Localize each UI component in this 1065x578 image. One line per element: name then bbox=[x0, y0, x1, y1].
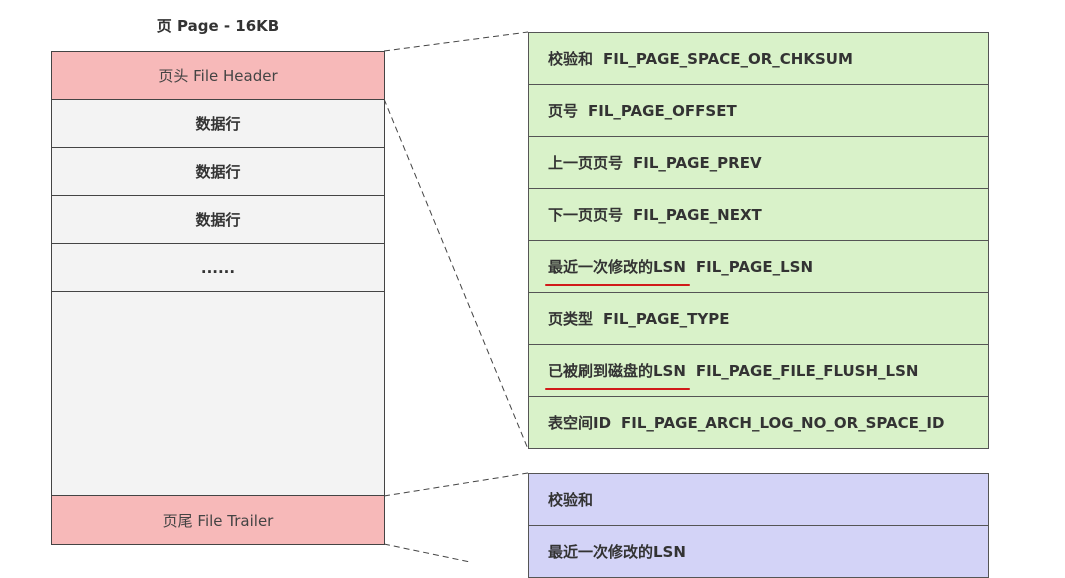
data-row-ellipsis: ...... bbox=[52, 244, 384, 292]
field-label: 下一页页号 bbox=[548, 206, 624, 224]
field-constant-name: FIL_PAGE_PREV bbox=[633, 153, 762, 172]
field-row: 下一页页号 FIL_PAGE_NEXT bbox=[529, 189, 988, 241]
data-row: 数据行 bbox=[52, 100, 384, 148]
trailer-connector-bottom bbox=[383, 543, 471, 562]
header-connector-bottom bbox=[383, 98, 529, 450]
field-constant-name: FIL_PAGE_SPACE_OR_CHKSUM bbox=[603, 49, 853, 68]
header-connector-top bbox=[383, 31, 529, 52]
field-label: 最近一次修改的LSN bbox=[548, 543, 686, 561]
field-constant-name: FIL_PAGE_ARCH_LOG_NO_OR_SPACE_ID bbox=[621, 413, 945, 432]
field-row: 上一页页号 FIL_PAGE_PREV bbox=[529, 137, 988, 189]
field-constant-name: FIL_PAGE_TYPE bbox=[603, 309, 730, 328]
field-label: 校验和 bbox=[548, 491, 594, 509]
field-row: 校验和 FIL_PAGE_SPACE_OR_CHKSUM bbox=[529, 33, 988, 85]
field-constant-name: FIL_PAGE_OFFSET bbox=[588, 101, 737, 120]
field-row: 页类型 FIL_PAGE_TYPE bbox=[529, 293, 988, 345]
page-title: 页 Page - 16KB bbox=[156, 17, 280, 35]
field-constant-name: FIL_PAGE_NEXT bbox=[633, 205, 762, 224]
data-row: 数据行 bbox=[52, 148, 384, 196]
file-header-block: 页头 File Header bbox=[52, 52, 384, 100]
field-row: 校验和 bbox=[529, 474, 988, 526]
data-row: 数据行 bbox=[52, 196, 384, 244]
field-label: 最近一次修改的LSN bbox=[545, 258, 690, 286]
field-label: 上一页页号 bbox=[548, 154, 624, 172]
field-row: 最近一次修改的LSN FIL_PAGE_LSN bbox=[529, 241, 988, 293]
field-row: 已被刷到磁盘的LSN FIL_PAGE_FILE_FLUSH_LSN bbox=[529, 345, 988, 397]
field-label: 校验和 bbox=[548, 50, 594, 68]
field-constant-name: FIL_PAGE_LSN bbox=[695, 257, 814, 276]
field-row: 表空间ID FIL_PAGE_ARCH_LOG_NO_OR_SPACE_ID bbox=[529, 397, 988, 449]
file-trailer-fields-panel: 校验和最近一次修改的LSN bbox=[528, 473, 989, 578]
file-trailer-block: 页尾 File Trailer bbox=[52, 496, 384, 544]
field-label: 页类型 bbox=[548, 310, 594, 328]
field-row: 页号 FIL_PAGE_OFFSET bbox=[529, 85, 988, 137]
trailer-connector-top bbox=[383, 472, 529, 497]
field-label: 已被刷到磁盘的LSN bbox=[545, 362, 690, 390]
connector-lines bbox=[383, 31, 529, 562]
free-space-block bbox=[52, 292, 384, 496]
page-structure: 页头 File Header 数据行 数据行 数据行 ...... 页尾 Fil… bbox=[51, 51, 385, 545]
field-constant-name: FIL_PAGE_FILE_FLUSH_LSN bbox=[695, 361, 919, 380]
field-label: 表空间ID bbox=[548, 414, 612, 432]
field-label: 页号 bbox=[548, 102, 579, 120]
file-header-fields-panel: 校验和 FIL_PAGE_SPACE_OR_CHKSUM 页号 FIL_PAGE_OF… bbox=[528, 32, 989, 449]
